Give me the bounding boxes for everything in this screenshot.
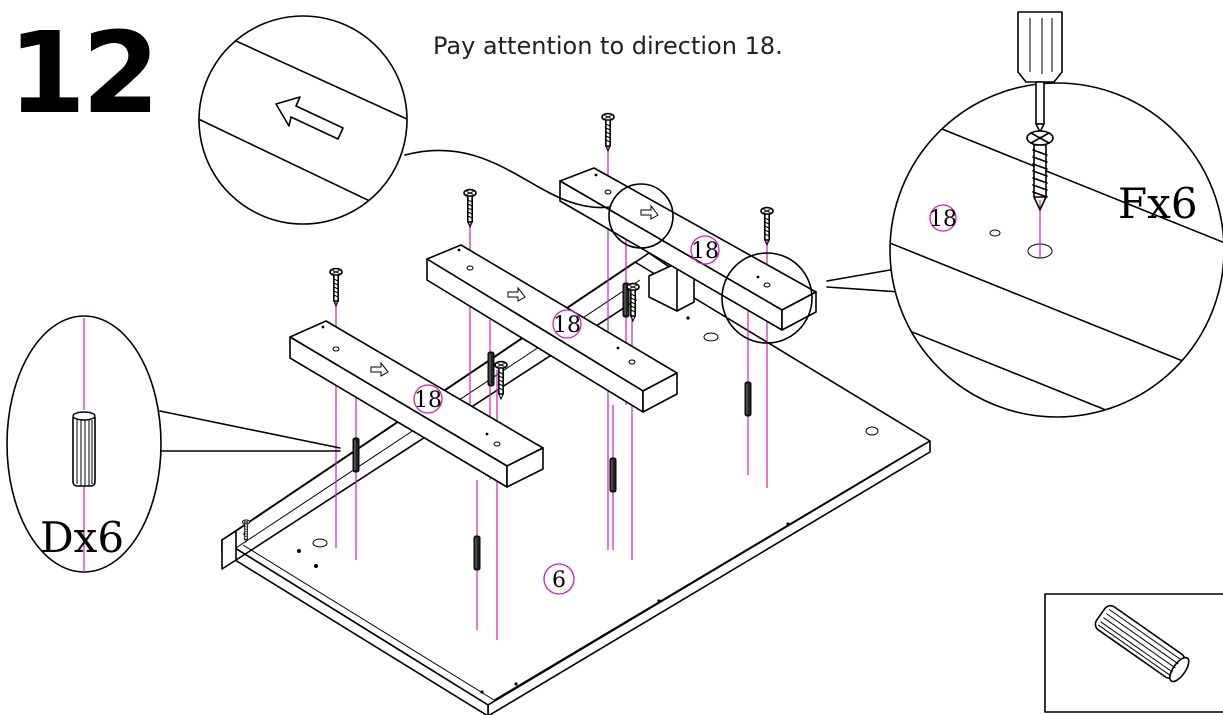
screw-callout: Fx6 18 — [721, 11, 1223, 418]
svg-text:Dx6: Dx6 — [40, 513, 124, 562]
svg-text:18: 18 — [414, 388, 442, 413]
batten-middle — [426, 244, 678, 413]
bottom-panel — [221, 252, 931, 715]
batten-front — [289, 320, 544, 488]
dowel-callout: Dx6 — [6, 315, 341, 573]
svg-text:18: 18 — [929, 207, 957, 232]
dowel-preview-icon — [1094, 604, 1190, 683]
svg-text:18: 18 — [691, 239, 719, 264]
hardware-preview — [1044, 593, 1223, 713]
panel-part-label: 6 — [543, 563, 575, 595]
batten-back — [559, 167, 817, 331]
svg-text:18: 18 — [553, 313, 581, 338]
panel-holes — [243, 316, 879, 694]
instruction-text: Pay attention to direction 18. — [433, 32, 783, 60]
batten-part-labels: 18 18 18 — [413, 235, 720, 414]
screw-icon — [1026, 130, 1054, 211]
screwdriver-icon — [1017, 11, 1063, 133]
direction-callout — [198, 15, 674, 249]
dowel-icon — [72, 411, 96, 487]
svg-text:Fx6: Fx6 — [1118, 179, 1198, 228]
direction-arrow-icon — [275, 96, 344, 140]
svg-text:6: 6 — [552, 568, 566, 593]
step-number: 12 — [8, 9, 160, 139]
